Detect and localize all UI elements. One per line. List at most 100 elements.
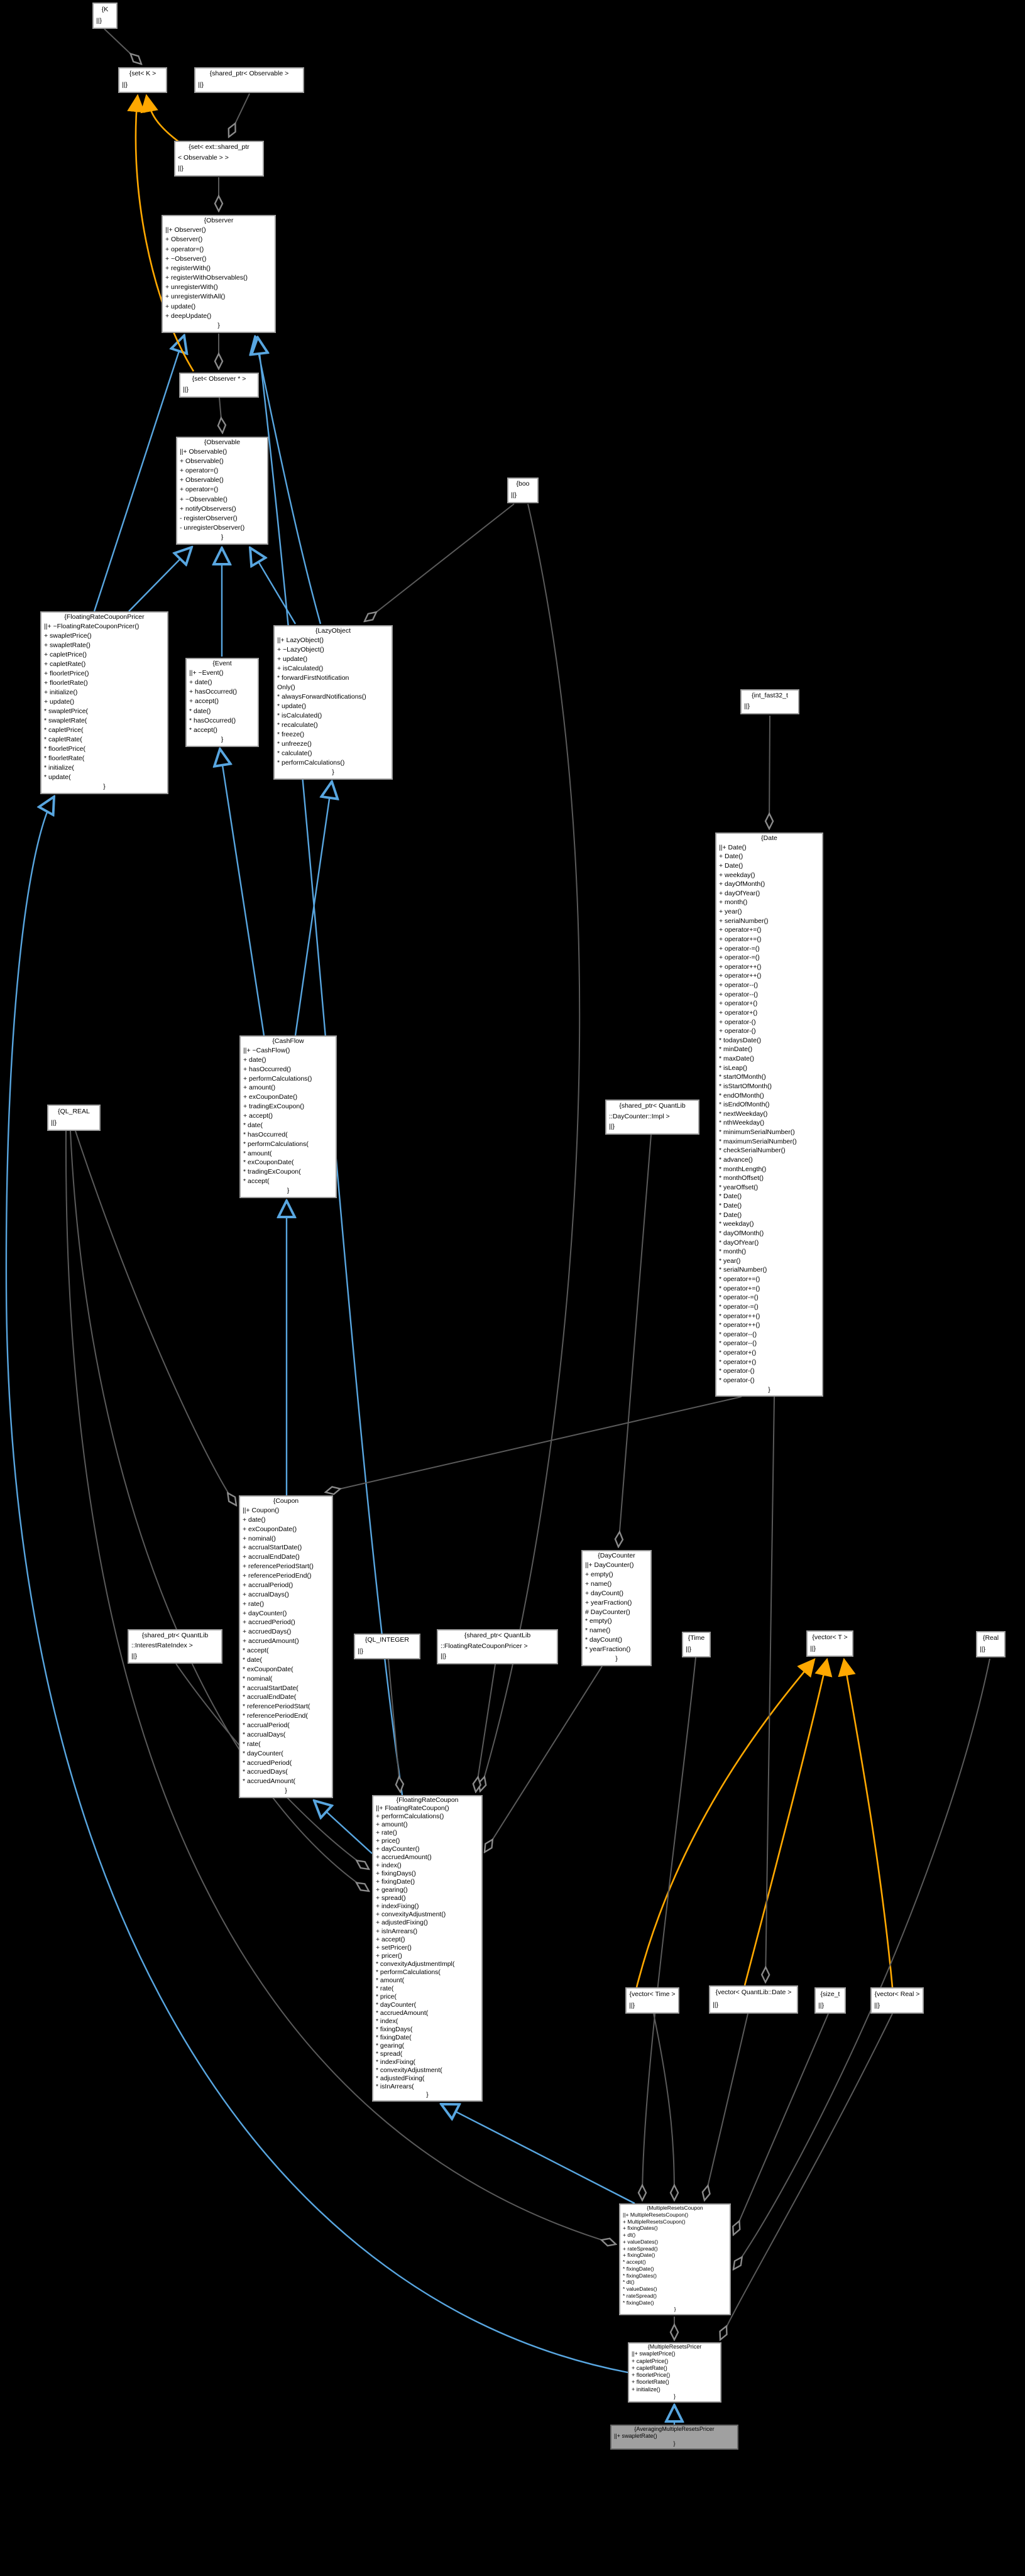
class-node-multiple-resets-coupon[interactable]: {MultipleResetsCoupon||+ MultipleResetsC… bbox=[619, 2203, 731, 2315]
class-node-floating-rate-coupon[interactable]: {FloatingRateCoupon||+ FloatingRateCoupo… bbox=[372, 1795, 483, 2102]
class-member: * monthLength() bbox=[719, 1165, 767, 1173]
edge-aggregate-38 bbox=[704, 2013, 748, 2200]
edge-template-17 bbox=[838, 1657, 894, 1988]
class-member: * capletRate( bbox=[44, 736, 82, 743]
class-member: ||} bbox=[511, 491, 517, 499]
class-member: * endOfMonth() bbox=[719, 1091, 764, 1100]
class-node-real[interactable]: {Real||} bbox=[976, 1631, 1006, 1657]
class-member: + performCalculations() bbox=[243, 1074, 312, 1083]
class-member: * nthWeekday() bbox=[719, 1119, 765, 1127]
class-member: + unregisterWithAll() bbox=[165, 293, 226, 301]
class-member: + deepUpdate() bbox=[165, 312, 212, 320]
class-member: } bbox=[673, 2393, 676, 2399]
class-member: * unfreeze() bbox=[277, 740, 312, 748]
class-node-time[interactable]: {Time||} bbox=[682, 1632, 711, 1657]
class-node-vector-t[interactable]: {vector< T >||} bbox=[806, 1630, 853, 1657]
class-member: * isInArrears( bbox=[376, 2083, 414, 2091]
class-node-vector-real[interactable]: {vector< Real >||} bbox=[870, 1987, 924, 2014]
class-member: + fixingDates() bbox=[623, 2225, 658, 2232]
class-member: * date( bbox=[243, 1121, 263, 1129]
class-member: * amount( bbox=[243, 1149, 272, 1157]
class-member: + operator=() bbox=[180, 467, 219, 475]
class-member: ||+ swapletRate() bbox=[614, 2433, 657, 2440]
class-node-observer[interactable]: {Observer||+ Observer()+ Observer()+ ope… bbox=[162, 215, 276, 333]
class-member: * empty() bbox=[585, 1617, 612, 1625]
class-node-ql-real[interactable]: {QL_REAL||} bbox=[47, 1105, 101, 1131]
class-node-shared-ptr-floating-rate-coupon-pricer[interactable]: {shared_ptr< QuantLib::FloatingRateCoupo… bbox=[437, 1629, 558, 1664]
class-node-set-k[interactable]: {set< K >||} bbox=[118, 67, 167, 93]
class-node-k[interactable]: {K||} bbox=[92, 3, 118, 29]
class-node-lazy-object[interactable]: {LazyObject||+ LazyObject()+ ~LazyObject… bbox=[273, 625, 393, 780]
class-member: ||+ FloatingRateCoupon() bbox=[376, 1805, 449, 1813]
class-node-size-t[interactable]: {size_t||} bbox=[814, 1987, 846, 2014]
class-member: + Observable() bbox=[180, 457, 224, 466]
class-title: {Coupon bbox=[273, 1497, 299, 1505]
class-member: } bbox=[285, 1787, 287, 1795]
class-member: } bbox=[673, 2440, 676, 2447]
class-member: + yearFraction() bbox=[585, 1598, 632, 1607]
class-member: * fixingDays( bbox=[376, 2026, 413, 2033]
class-member: + accept() bbox=[243, 1112, 273, 1120]
class-node-multiple-resets-pricer[interactable]: {MultipleResetsPricer||+ swapletPrice()+… bbox=[628, 2342, 721, 2403]
class-member: * startOfMonth() bbox=[719, 1073, 766, 1081]
class-node-event[interactable]: {Event||+ ~Event()+ date()+ hasOccurred(… bbox=[185, 658, 259, 747]
class-member: * performCalculations() bbox=[277, 759, 345, 767]
class-node-set-observer-ptr[interactable]: {set< Observer * >||} bbox=[179, 373, 259, 398]
class-member: + exCouponDate() bbox=[243, 1093, 298, 1101]
class-member: * operator++() bbox=[719, 1312, 760, 1320]
class-member: ||+ Date() bbox=[719, 843, 747, 851]
class-member: + date() bbox=[243, 1515, 266, 1524]
class-node-shared-ptr-observable[interactable]: {shared_ptr< Observable >||} bbox=[194, 67, 304, 93]
class-member: ::InterestRateIndex > bbox=[131, 1642, 193, 1650]
class-member: * accruedAmount( bbox=[376, 2009, 429, 2017]
class-title: {Observable bbox=[204, 439, 241, 446]
class-member: * fixingDate() bbox=[623, 2299, 654, 2306]
class-member: * maxDate() bbox=[719, 1055, 755, 1062]
class-member: * swapletRate( bbox=[44, 717, 87, 724]
class-title: {set< Observer * > bbox=[192, 375, 246, 383]
class-member: * serialNumber() bbox=[719, 1266, 767, 1274]
class-member: ||+ DayCounter() bbox=[585, 1561, 634, 1569]
class-member: ||} bbox=[183, 386, 189, 393]
class-node-boo[interactable]: {boo||} bbox=[507, 478, 539, 503]
class-node-shared-ptr-daycounter-impl[interactable]: {shared_ptr< QuantLib::DayCounter::Impl … bbox=[605, 1100, 699, 1135]
class-member: + operator-() bbox=[719, 1018, 756, 1026]
class-member: ||+ ~Event() bbox=[189, 669, 224, 677]
class-member: + hasOccurred() bbox=[189, 688, 238, 696]
class-member: ||+ Coupon() bbox=[243, 1506, 280, 1514]
class-member: * referencePeriodStart( bbox=[243, 1703, 310, 1711]
class-node-shared-ptr-interest-rate-index[interactable]: {shared_ptr< QuantLib::InterestRateIndex… bbox=[128, 1629, 222, 1664]
class-title: {set< ext::shared_ptr bbox=[189, 143, 249, 151]
class-member: + exCouponDate() bbox=[243, 1525, 297, 1533]
class-member: ||+ Observer() bbox=[165, 226, 206, 234]
class-node-floating-rate-coupon-pricer[interactable]: {FloatingRateCouponPricer||+ ~FloatingRa… bbox=[40, 611, 168, 794]
class-member: ||} bbox=[629, 2002, 635, 2009]
class-title: {shared_ptr< QuantLib bbox=[619, 1102, 686, 1110]
class-member: * operator++() bbox=[719, 1321, 760, 1329]
edge-aggregate-39 bbox=[733, 2013, 829, 2235]
class-member: + dayCounter() bbox=[243, 1609, 287, 1617]
edge-template-15 bbox=[635, 1658, 816, 1988]
class-member: * nextWeekday() bbox=[719, 1110, 768, 1118]
class-member: + floorletPrice() bbox=[632, 2372, 671, 2378]
class-member: + year() bbox=[719, 908, 742, 915]
class-node-vector-quantlib-date[interactable]: {vector< QuantLib::Date >||} bbox=[709, 1985, 798, 2014]
class-title: {Real bbox=[982, 1634, 999, 1642]
class-member: * minimumSerialNumber() bbox=[719, 1128, 795, 1136]
class-node-set-ext-shared-ptr-observable[interactable]: {set< ext::shared_ptr< Observable > >||} bbox=[174, 141, 264, 177]
class-member: + floorletRate() bbox=[44, 679, 88, 687]
class-member: * referencePeriodEnd( bbox=[243, 1712, 308, 1720]
class-node-observable[interactable]: {Observable||+ Observable()+ Observable(… bbox=[176, 437, 268, 545]
class-member: ||} bbox=[358, 1647, 363, 1655]
class-node-int-fast32-t[interactable]: {int_fast32_t||} bbox=[740, 689, 799, 714]
class-node-date[interactable]: {Date||+ Date()+ Date()+ Date()+ weekday… bbox=[715, 832, 823, 1397]
class-member: * rate( bbox=[376, 1985, 394, 1992]
class-node-day-counter[interactable]: {DayCounter||+ DayCounter()+ empty()+ na… bbox=[581, 1550, 652, 1666]
class-node-ql-integer[interactable]: {QL_INTEGER||} bbox=[354, 1634, 420, 1659]
class-node-cash-flow[interactable]: {CashFlow||+ ~CashFlow()+ date()+ hasOcc… bbox=[239, 1035, 337, 1198]
class-member: ||} bbox=[51, 1119, 57, 1127]
class-member: + date() bbox=[189, 679, 212, 687]
class-node-coupon[interactable]: {Coupon||+ Coupon()+ date()+ exCouponDat… bbox=[239, 1495, 333, 1798]
class-member: + referencePeriodEnd() bbox=[243, 1572, 312, 1580]
class-node-vector-time[interactable]: {vector< Time >||} bbox=[625, 1987, 679, 2014]
